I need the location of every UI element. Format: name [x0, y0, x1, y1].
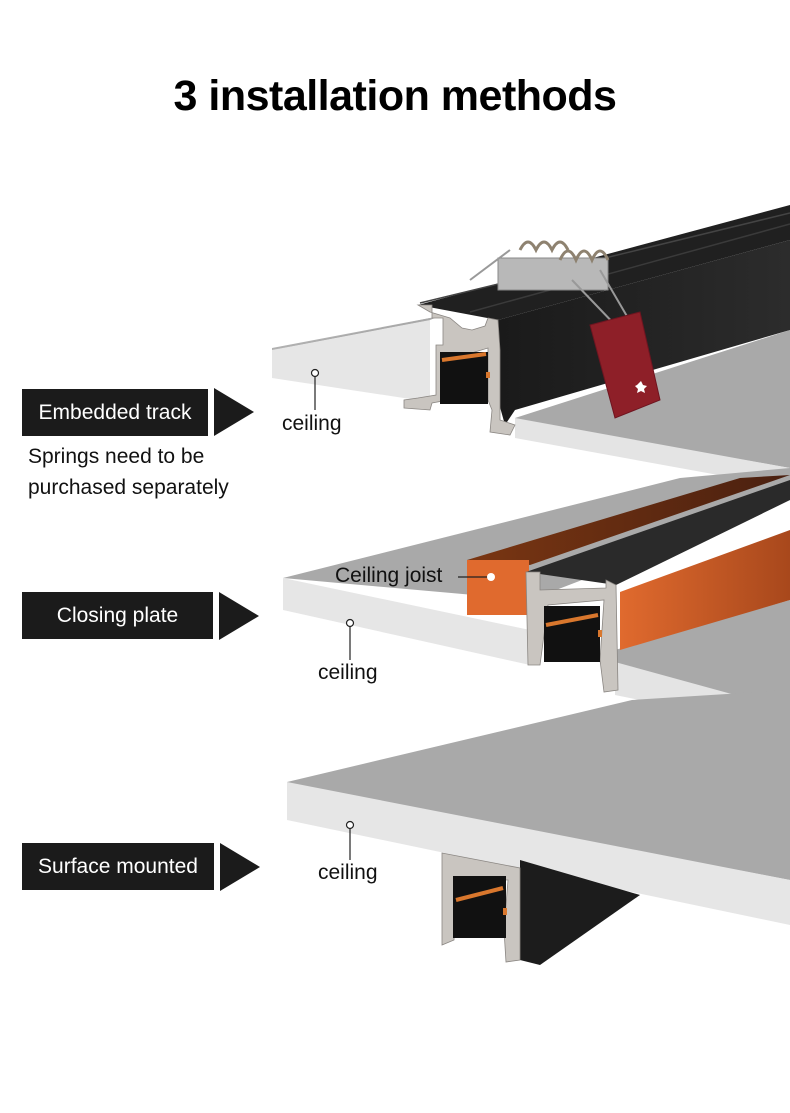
note-line: Springs need to be — [28, 445, 205, 468]
ceiling-label: ceiling — [282, 412, 342, 435]
method-tag-surface-mounted: Surface mounted — [22, 843, 214, 890]
surface-mounted-illustration — [287, 690, 790, 965]
page-title: 3 installation methods — [173, 72, 617, 120]
ceiling-label: ceiling — [318, 661, 378, 684]
arrow-right-icon — [220, 843, 260, 891]
ceiling-label: ceiling — [318, 861, 378, 884]
method-tag-closing-plate: Closing plate — [22, 592, 213, 639]
closing-plate-track-profile — [525, 480, 790, 693]
embedded-track-illustration — [272, 205, 790, 488]
ceiling-slab — [287, 690, 790, 925]
arrow-right-icon — [214, 388, 254, 436]
arrow-right-icon — [219, 592, 259, 640]
springs-note: Springs need to be purchased separately — [28, 441, 229, 503]
closing-plate-illustration — [283, 468, 790, 740]
ceiling-joist-label: Ceiling joist — [335, 564, 443, 587]
ceiling-callout-3 — [345, 820, 355, 860]
surface-track-profile — [441, 852, 640, 965]
ceiling-callout-2 — [345, 618, 355, 660]
spring-clip — [469, 240, 661, 419]
ceiling-callout-1 — [310, 368, 320, 410]
note-line: purchased separately — [28, 476, 229, 499]
method-tag-embedded-track: Embedded track — [22, 389, 208, 436]
joist-callout — [458, 573, 495, 581]
ceiling-joist — [467, 475, 790, 650]
